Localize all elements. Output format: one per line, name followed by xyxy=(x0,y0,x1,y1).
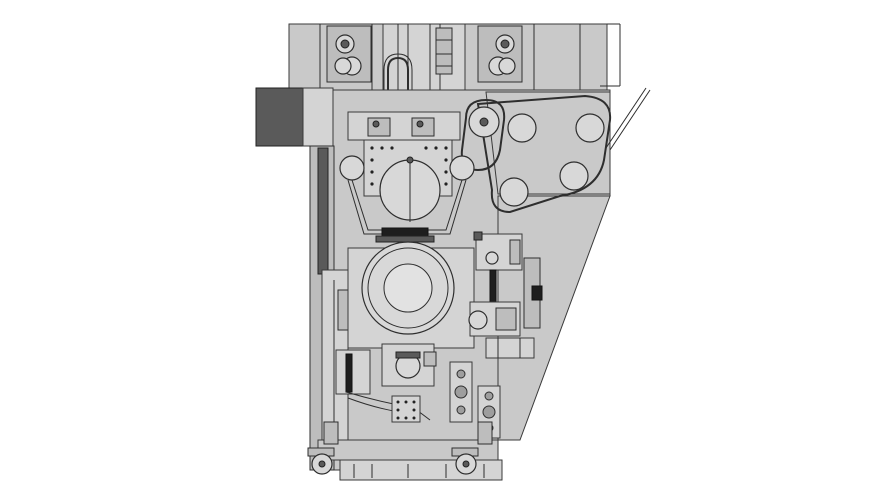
cable-chain xyxy=(387,56,409,110)
guide-roller-right xyxy=(449,155,475,181)
top-assembly xyxy=(255,23,621,147)
roller-lower-right xyxy=(559,161,589,191)
lower-mechanism xyxy=(335,343,437,423)
roller-lower-left xyxy=(499,177,529,207)
actuator-cylinder xyxy=(435,27,453,75)
side-panel-dark xyxy=(255,87,304,147)
arm-line xyxy=(609,89,651,151)
base xyxy=(307,421,503,481)
upper-head xyxy=(339,111,475,243)
guide-roller-left xyxy=(339,155,365,181)
caster-right xyxy=(451,447,479,475)
diagonal-plate xyxy=(497,195,611,441)
side-panel-light xyxy=(302,87,334,147)
left-rail xyxy=(317,147,329,275)
roller-upper-left xyxy=(507,113,537,143)
vertical-strip xyxy=(345,353,353,393)
head-plate xyxy=(347,111,461,141)
roller-upper-right xyxy=(575,113,605,143)
main-cylinder-group xyxy=(347,241,475,349)
caster-left xyxy=(307,447,335,475)
adjuster-roller xyxy=(468,310,488,330)
main-cylinder-core xyxy=(383,263,433,313)
base-foot xyxy=(339,459,503,481)
belt-loop xyxy=(476,94,612,214)
right-mechanism xyxy=(468,231,543,359)
